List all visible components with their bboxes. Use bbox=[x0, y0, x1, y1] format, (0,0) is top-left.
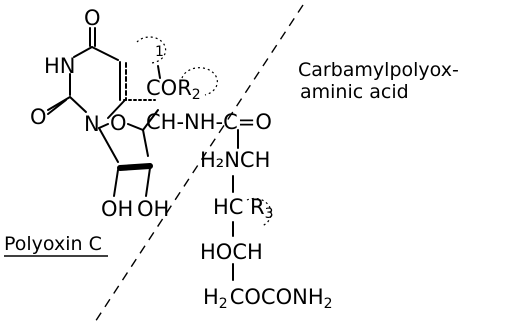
uracil-o-left: O bbox=[30, 105, 47, 129]
uracil-ring-bonds bbox=[47, 27, 127, 119]
circle-marker-r2 bbox=[181, 67, 218, 96]
sugar-ring-bonds bbox=[98, 109, 159, 197]
label-polyoxin-c: Polyoxin C bbox=[4, 233, 102, 255]
sugar-ring-o: O bbox=[110, 111, 127, 135]
sugar-oh-2: OH bbox=[137, 197, 169, 221]
uracil-o-top: O bbox=[84, 6, 101, 30]
uracil-hn: HN bbox=[44, 54, 76, 78]
hoch-text: HOCH bbox=[200, 240, 263, 264]
cor2-bond bbox=[157, 65, 161, 79]
circle-marker-1: 1 bbox=[136, 36, 167, 64]
hc-text: HC bbox=[213, 195, 243, 219]
r3-text: R3 bbox=[250, 195, 274, 222]
h2coconh2-text: H2COCONH2 bbox=[203, 285, 333, 312]
label-carbamyl-line1: Carbamylpolyox- bbox=[298, 59, 459, 81]
h2nch-text: H₂NCH bbox=[200, 148, 270, 172]
chain-bonds bbox=[232, 129, 239, 281]
uracil-n: N bbox=[84, 112, 100, 136]
cor2-text: COR2 bbox=[146, 76, 201, 103]
circle-marker-r3 bbox=[246, 197, 272, 227]
label-carbamyl-line2: aminic acid bbox=[300, 81, 409, 103]
circle-1-label: 1 bbox=[155, 44, 164, 60]
sugar-oh-1: OH bbox=[101, 197, 133, 221]
dividing-line bbox=[94, 4, 304, 323]
ch-nh-co-text: CH-NH-C=O bbox=[146, 110, 272, 134]
